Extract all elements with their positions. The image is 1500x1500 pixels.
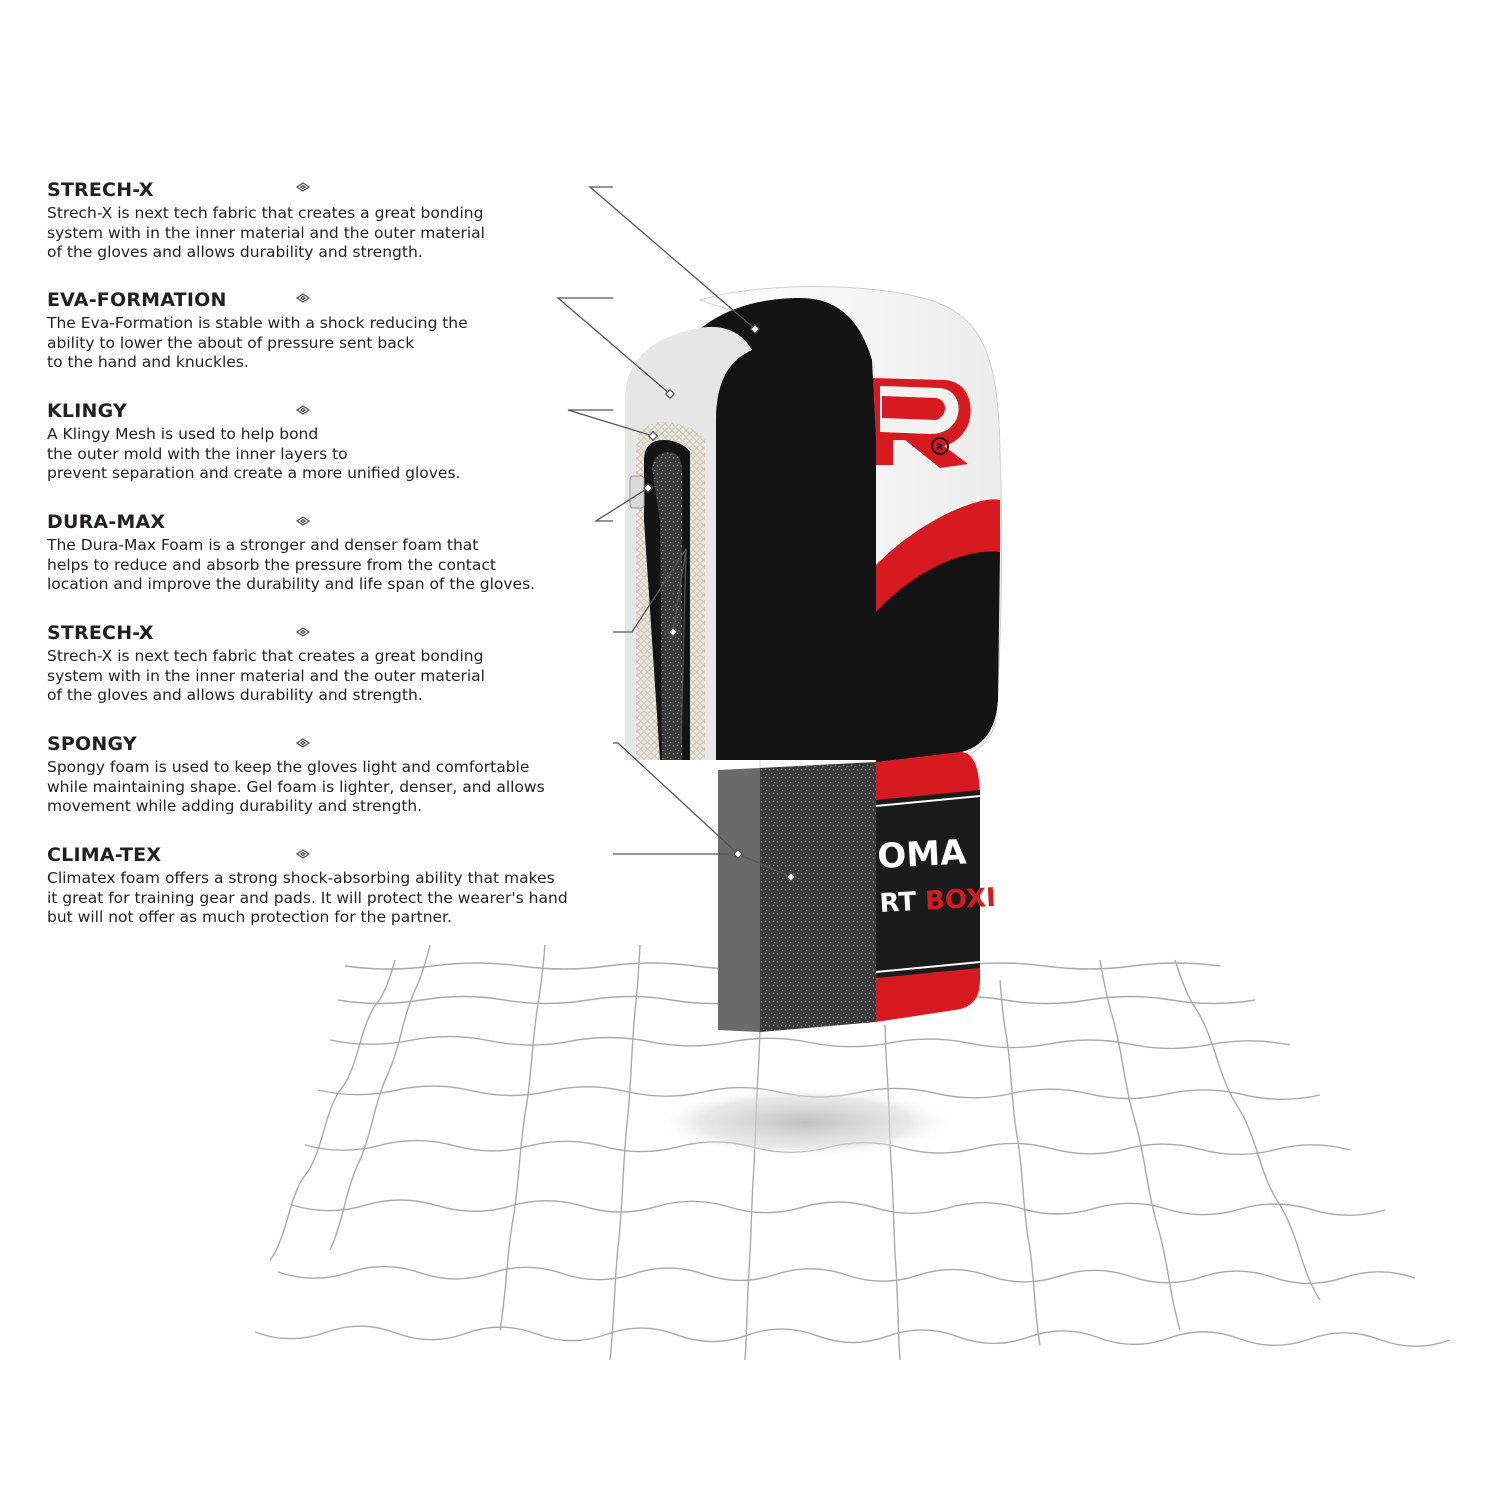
cuff-print-dark: RT	[879, 887, 926, 919]
leader-diamond-ornament	[295, 516, 311, 526]
glove: R	[625, 286, 1003, 1032]
leader-endpoint-marker	[664, 388, 676, 400]
floor-grid-line	[609, 944, 641, 1361]
layer-label: EVA-FORMATION The Eva-Formation is stable…	[47, 289, 607, 373]
layer-label: SPONGY Spongy foam is used to keep the gl…	[47, 733, 607, 817]
layer-title: SPONGY	[47, 733, 137, 755]
liner-tab	[629, 475, 645, 509]
layer-description: The Dura-Max Foam is a stronger and dens…	[47, 536, 536, 593]
leader-line	[613, 548, 687, 633]
glove-shadow	[655, 1086, 955, 1158]
floor-grid-line	[291, 1199, 1386, 1216]
floor-grid-line	[499, 944, 546, 1331]
layer-description: Climatex foam offers a strong shock-abso…	[47, 869, 568, 926]
inner-foam-layer	[652, 452, 682, 760]
layer-label: CLIMA-TEX Climatex foam offers a strong s…	[47, 844, 607, 928]
floor-grid-line	[744, 1029, 761, 1361]
floor-grid-line	[254, 1325, 1451, 1347]
leader-diamond-ornament	[295, 849, 311, 859]
leader-endpoint-marker	[667, 626, 679, 638]
layer-label: KLINGY A Klingy Mesh is used to help bond…	[47, 400, 607, 484]
layer-description: A Klingy Mesh is used to help bond the o…	[47, 425, 461, 482]
climatex-strip	[718, 768, 760, 1032]
brand-logo: R	[872, 378, 971, 468]
leader-diamond-ornament	[295, 405, 311, 415]
leader-endpoint-marker	[732, 848, 744, 860]
leader-diamond-ornament	[295, 738, 311, 748]
layer-description: Spongy foam is used to keep the gloves l…	[47, 758, 545, 815]
leader-diamond-ornament	[295, 293, 311, 303]
leader-endpoint-marker	[785, 871, 797, 883]
layer-label: STRECH-X Strech-X is next tech fabric tha…	[47, 179, 607, 263]
layer-title: CLIMA-TEX	[47, 844, 162, 866]
floor-grid-line	[329, 944, 431, 1251]
floor-grid-line	[1099, 959, 1181, 1331]
leader-endpoint-marker	[647, 430, 659, 442]
layer-description: The Eva-Formation is stable with a shock…	[47, 314, 468, 371]
leader-line	[593, 487, 649, 522]
leader-endpoint-marker	[749, 323, 761, 335]
spongy-foam-block	[760, 762, 876, 1032]
floor-grid-line	[884, 1024, 901, 1361]
leader-line	[613, 742, 792, 878]
layer-title: STRECH-X	[47, 622, 154, 644]
floor-grid-line	[1174, 959, 1321, 1301]
cuff-wrap-band	[876, 790, 980, 978]
floor-grid-line	[277, 1265, 1416, 1285]
layer-description: Strech-X is next tech fabric that create…	[47, 647, 485, 704]
leader-lines	[295, 182, 797, 883]
layer-label: STRECH-X Strech-X is next tech fabric tha…	[47, 622, 607, 706]
layer-title: EVA-FORMATION	[47, 289, 227, 311]
black-palm-panel	[876, 551, 1000, 762]
layer-title: DURA-MAX	[47, 511, 166, 533]
leader-endpoint-marker	[642, 482, 654, 494]
cuff-print-red: BOXI	[924, 883, 996, 917]
leader-diamond-ornament	[295, 627, 311, 637]
layer-description: Strech-X is next tech fabric that create…	[47, 204, 485, 261]
floor-grid-line	[329, 1035, 1291, 1050]
layer-title: STRECH-X	[47, 179, 154, 201]
leader-line	[680, 548, 687, 745]
floor-grid-line	[999, 979, 1041, 1346]
logo-letter: R	[936, 443, 943, 453]
leader-line	[588, 186, 756, 330]
cuff-print-line1: OMA	[876, 832, 968, 877]
leader-line	[567, 409, 654, 437]
layer-title: KLINGY	[47, 400, 127, 422]
leader-diamond-ornament	[295, 182, 311, 192]
leader-line	[556, 297, 671, 395]
cuff-print-line2: RT BOXI	[879, 883, 997, 919]
floor-grid-line	[269, 959, 396, 1261]
layer-label: DURA-MAX The Dura-Max Foam is a stronger …	[47, 511, 607, 595]
